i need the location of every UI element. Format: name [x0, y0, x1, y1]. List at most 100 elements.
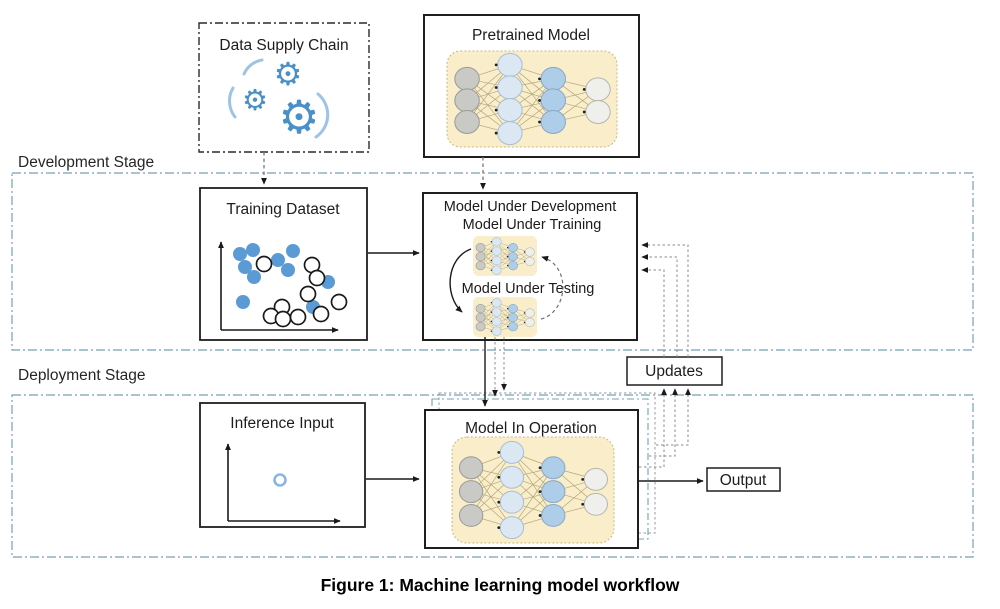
network-node: [491, 316, 502, 327]
data-supply-chain-title: Data Supply Chain: [219, 37, 348, 54]
network-node: [499, 490, 525, 514]
test-to-train-arrow: [540, 255, 564, 320]
network-node: [491, 326, 502, 336]
edge-junction-dot: [538, 466, 542, 470]
network-node: [499, 465, 525, 489]
updates-to-development-connector: [641, 267, 665, 357]
blue-data-point: [281, 263, 295, 277]
network-node: [497, 75, 523, 100]
edge-junction-dot: [538, 77, 541, 81]
network-node: [458, 480, 484, 504]
output-border: [706, 467, 781, 492]
gear-icon: ⚙: [278, 91, 319, 143]
open-data-point: [312, 305, 330, 323]
network-node: [475, 321, 486, 332]
network-edge: [480, 302, 497, 327]
network-node: [499, 440, 525, 464]
open-data-point: [308, 269, 326, 287]
network-node: [475, 303, 486, 314]
network-node: [491, 307, 502, 317]
network-node: [540, 110, 566, 135]
output-label: Output: [720, 472, 767, 489]
network-node: [491, 246, 502, 256]
open-data-point: [274, 310, 292, 328]
network-node: [585, 77, 611, 102]
updates-to-development-connector: [641, 254, 678, 357]
development-stage-label: Development Stage: [18, 154, 154, 171]
edge-junction-dot: [490, 259, 493, 262]
edge-junction-dot: [490, 320, 493, 323]
network-node: [491, 265, 502, 275]
blue-data-point: [233, 247, 247, 261]
network-node: [508, 260, 518, 271]
edge-junction-dot: [581, 478, 585, 481]
network-node: [583, 492, 609, 516]
network-node: [508, 312, 518, 323]
edge-junction-dot: [497, 475, 501, 479]
figure-caption: Figure 1: Machine learning model workflo…: [321, 575, 680, 595]
network-node: [524, 308, 535, 318]
deployment-stage-label: Deployment Stage: [18, 367, 146, 384]
open-data-point: [330, 293, 348, 311]
blue-data-point: [247, 270, 261, 284]
open-data-point: [299, 285, 317, 303]
edge-junction-dot: [490, 241, 493, 243]
edge-junction-dot: [490, 302, 493, 304]
network-node: [497, 121, 523, 146]
inference-point: [273, 473, 287, 487]
inference-input-title: Inference Input: [230, 415, 334, 432]
inference-input-box: Inference Input: [199, 402, 366, 528]
flow-arrows: [261, 152, 704, 484]
network-node: [541, 456, 566, 480]
network-panel: [473, 236, 537, 276]
edge-junction-dot: [506, 246, 509, 249]
edge-junction-dot: [497, 526, 501, 530]
operation-network-illustration: [451, 436, 615, 544]
network-node: [508, 321, 518, 332]
network-node: [491, 255, 502, 266]
sync-arc: [228, 86, 237, 119]
network-node: [454, 88, 480, 113]
network-node: [475, 242, 486, 253]
edge-junction-dot: [523, 321, 526, 324]
scatter-plot: [218, 241, 348, 333]
network-panel: [446, 50, 618, 148]
edge-junction-dot: [581, 502, 585, 506]
edge-junction-dot: [490, 250, 493, 252]
model-under-development-box: Model Under Development Model Under Trai…: [422, 192, 638, 341]
training-dataset-box: Training Dataset: [199, 187, 368, 341]
edge-junction-dot: [497, 450, 501, 454]
network-edge: [470, 467, 513, 528]
network-node: [475, 251, 486, 262]
edge-junction-dot: [490, 269, 493, 271]
network-node: [508, 251, 518, 262]
edge-junction-dot: [538, 514, 542, 517]
train-to-test-arrow: [449, 248, 472, 313]
edge-junction-dot: [538, 120, 541, 124]
open-data-point: [255, 255, 273, 273]
network-node: [540, 66, 566, 91]
open-data-point: [289, 308, 307, 326]
network-node: [454, 110, 480, 135]
network-node: [540, 88, 566, 113]
network-edge: [511, 467, 554, 528]
inference-data-point: [273, 473, 287, 487]
data-supply-chain-border: [198, 22, 370, 153]
testing-network-illustration: [473, 297, 537, 337]
development-stage-box: [11, 172, 974, 351]
edge-junction-dot: [497, 500, 501, 504]
data-supply-chain-box: Data Supply Chain ⚙ ⚙ ⚙: [198, 22, 370, 153]
edge-junction-dot: [506, 264, 509, 267]
edge-junction-dot: [494, 63, 498, 67]
network-edge: [470, 452, 513, 516]
version-to-updates-connector: [656, 388, 691, 446]
blue-data-point: [246, 243, 260, 257]
edge-junction-dot: [523, 251, 526, 253]
edge-junction-dot: [494, 108, 498, 112]
model-under-development-title: Model Under Development: [444, 199, 616, 215]
pretrained-model-box: Pretrained Model: [423, 14, 640, 158]
network-node: [497, 98, 523, 123]
model-in-operation-box: Model In Operation: [424, 392, 656, 549]
